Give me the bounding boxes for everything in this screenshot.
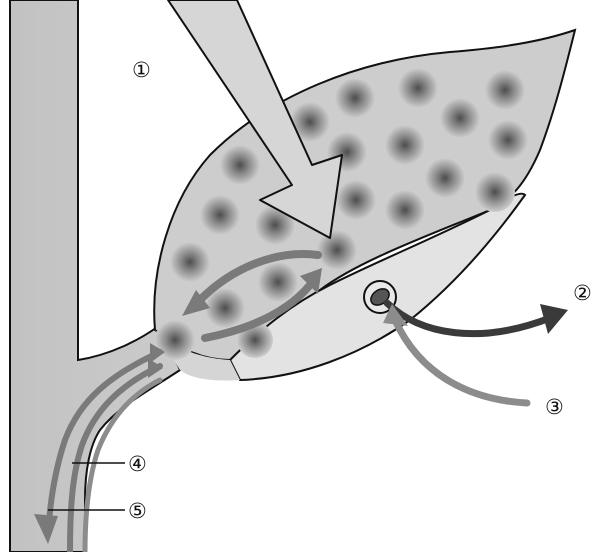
chloroplast-icon [336, 180, 376, 220]
chloroplast-icon [200, 195, 240, 235]
chloroplast-icon [425, 158, 465, 198]
chloroplast-icon [488, 120, 528, 160]
label-5: ⑤ [128, 499, 147, 523]
chloroplast-icon [317, 230, 357, 270]
chloroplast-icon [385, 190, 425, 230]
label-4: ④ [128, 452, 147, 476]
chloroplast-icon [385, 125, 425, 165]
label-3: ③ [545, 395, 564, 419]
chloroplast-icon [485, 70, 525, 110]
chloroplast-icon [220, 145, 260, 185]
label-1: ① [132, 58, 151, 82]
chloroplast-icon [398, 68, 438, 108]
arrowhead-out [540, 304, 568, 334]
chloroplast-icon [335, 78, 375, 118]
chloroplast-icon [440, 98, 480, 138]
chloroplast-icon [475, 172, 515, 212]
chloroplast-icon [170, 242, 210, 282]
label-2: ② [573, 281, 592, 305]
chloroplast-icon [258, 262, 298, 302]
